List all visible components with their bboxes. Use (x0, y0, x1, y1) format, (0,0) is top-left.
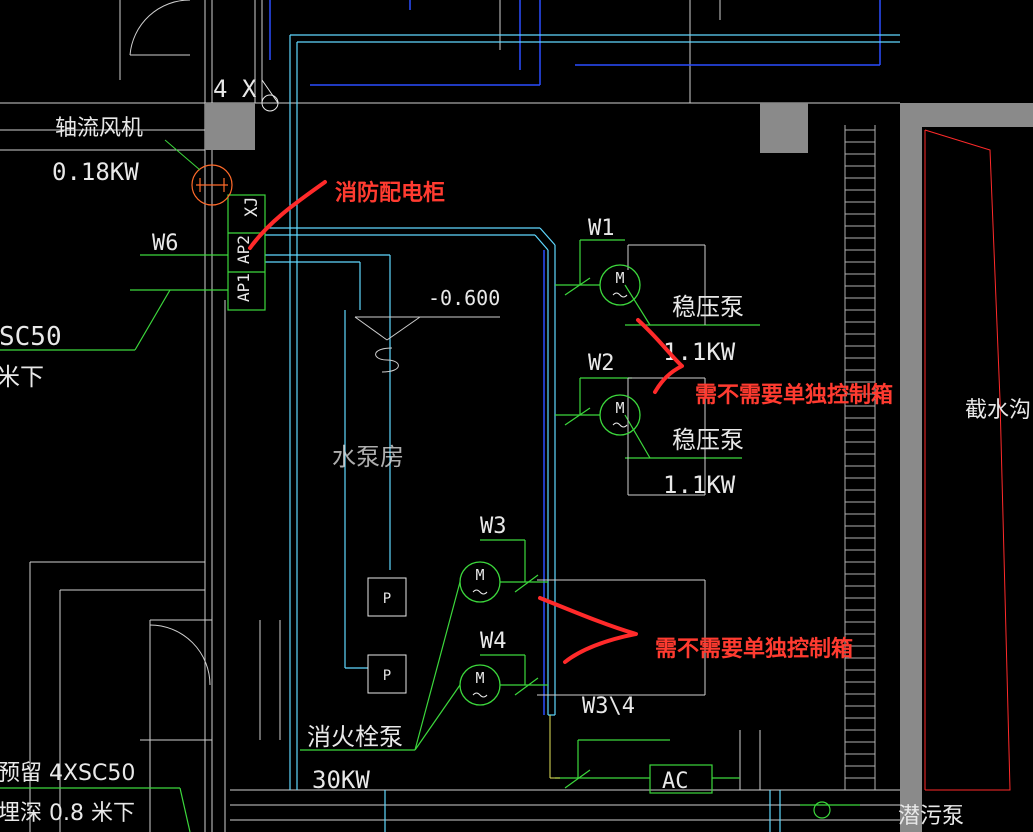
sc50-depth-label: 米下 (0, 363, 44, 391)
reserve-label: 预留 4XSC50 (0, 761, 135, 786)
intercept-trench-label: 截水沟 (965, 398, 1031, 423)
stab-pump-2-label: 稳压泵 (672, 426, 744, 454)
annotation-strokes (248, 180, 684, 664)
annotation-arrow-cabinet (248, 180, 327, 250)
motor-w2-label: M (615, 399, 624, 417)
annotation-bracket-1 (636, 318, 684, 394)
cyan-cable-trays (265, 34, 900, 832)
motor-w3-label: M (475, 566, 484, 584)
sc50-label: SC50 (0, 322, 62, 352)
motor-w1-label: M (615, 269, 624, 287)
annotation-bracket-2 (538, 596, 638, 664)
axial-fan-power: 0.18KW (52, 158, 139, 186)
grid-4x-label: 4 X (213, 75, 257, 103)
green-wiring (0, 194, 860, 832)
elevation-label: -0.600 (428, 286, 500, 310)
sump-pump-2-label: P (383, 668, 391, 684)
w6-label: W6 (152, 231, 179, 256)
panel-xj-label: XJ (242, 197, 262, 217)
w2-label: W2 (588, 351, 615, 376)
motor-icons (459, 264, 641, 706)
w4-label: W4 (480, 629, 507, 654)
annotation-fire-cabinet: 消防配电柜 (335, 180, 445, 206)
hydrant-pump-power: 30KW (312, 766, 370, 794)
red-outline (924, 129, 1011, 791)
hydrant-pump-label: 消火栓泵 (307, 723, 403, 751)
w3-label: W3 (480, 514, 507, 539)
pipes (354, 244, 706, 696)
motor-labels: M M M M (475, 269, 624, 687)
stab-pump-2-power: 1.1KW (663, 471, 736, 499)
sewage-pump-label: 潜污泵 (898, 804, 964, 829)
trench-rungs (845, 129, 875, 779)
trench-ladder (844, 125, 876, 790)
buried-depth-label: 埋深 0.8 米下 (0, 801, 135, 826)
pump-room-label: 水泵房 (332, 443, 404, 471)
axial-fan-icon (191, 164, 233, 206)
axial-fan-label: 轴流风机 (55, 116, 143, 141)
ac-label: AC (662, 769, 689, 794)
structural-columns (205, 103, 1033, 832)
sump-pump-1-label: P (383, 591, 391, 607)
w1-label: W1 (588, 216, 615, 241)
stab-pump-1-power: 1.1KW (663, 338, 736, 366)
panel-ap2-label: AP2 (234, 235, 253, 264)
w3-4-label: W3\4 (582, 694, 635, 719)
grid-marker-icon (261, 79, 279, 112)
panel-ap1-label: AP1 (234, 273, 253, 302)
motor-w4-label: M (475, 669, 484, 687)
fan-leader (164, 139, 201, 171)
yellow-wiring (549, 715, 560, 779)
annotation-question-1: 需不需要单独控制箱 (695, 382, 893, 408)
annotation-question-2: 需不需要单独控制箱 (655, 636, 853, 662)
stab-pump-1-label: 稳压泵 (672, 293, 744, 321)
sump-pump-boxes (367, 577, 407, 694)
motor-tilde (472, 292, 628, 698)
